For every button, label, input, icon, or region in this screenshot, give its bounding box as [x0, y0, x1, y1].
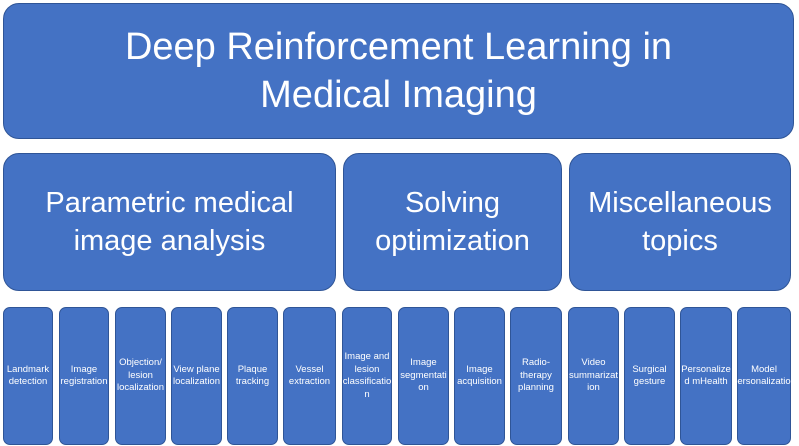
- leaf-label: Model personalization: [732, 363, 796, 388]
- leaf-lesion-classification: Image and lesion classificatio n: [342, 307, 392, 445]
- leaf-label: Image registration: [60, 363, 108, 388]
- leaf-view-plane-localization: View plane localization: [171, 307, 222, 445]
- leaf-surgical-gesture: Surgical gesture: [624, 307, 675, 445]
- leaf-label: Image acquisition: [457, 363, 502, 388]
- title-box: Deep Reinforcement Learning in Medical I…: [3, 3, 794, 139]
- leaf-model-personalization: Model personalization: [732, 307, 796, 445]
- leaf-image-registration: Image registration: [59, 307, 109, 445]
- leaf-lesion-localization: Objection/ lesion localization: [115, 307, 166, 445]
- leaf-personalized-mhealth: Personalize d mHealth: [680, 307, 732, 445]
- leaf-label: Vessel extraction: [288, 363, 331, 388]
- leaf-label: View plane localization: [173, 363, 220, 388]
- leaf-label: Image and lesion classificatio n: [342, 351, 392, 400]
- leaf-label: Landmark detection: [6, 363, 50, 388]
- leaf-plaque-tracking: Plaque tracking: [227, 307, 278, 445]
- category-label: Solving optimization: [375, 187, 530, 257]
- leaf-label: Video summarizat ion: [568, 357, 619, 394]
- category-label: Parametric medical image analysis: [45, 187, 294, 257]
- category-miscellaneous: Miscellaneous topics: [569, 153, 791, 291]
- leaf-label: Plaque tracking: [235, 363, 270, 388]
- leaf-radiotherapy-planning: Radio-therapy planning: [510, 307, 562, 445]
- leaf-vessel-extraction: Vessel extraction: [283, 307, 336, 445]
- leaf-label: Surgical gesture: [632, 363, 667, 388]
- leaf-image-acquisition: Image acquisition: [454, 307, 505, 445]
- category-label: Miscellaneous topics: [588, 187, 772, 257]
- category-solving-optimization: Solving optimization: [343, 153, 562, 291]
- leaf-label: Radio-therapy planning: [518, 357, 554, 394]
- leaf-label: Objection/ lesion localization: [117, 357, 164, 394]
- leaf-label: Personalize d mHealth: [681, 363, 731, 388]
- leaf-label: Image segmentati on: [400, 357, 447, 394]
- diagram-title: Deep Reinforcement Learning in Medical I…: [124, 26, 673, 116]
- category-parametric-analysis: Parametric medical image analysis: [3, 153, 336, 291]
- leaf-landmark-detection: Landmark detection: [3, 307, 53, 445]
- leaf-video-summarization: Video summarizat ion: [568, 307, 619, 445]
- leaf-image-segmentation: Image segmentati on: [398, 307, 449, 445]
